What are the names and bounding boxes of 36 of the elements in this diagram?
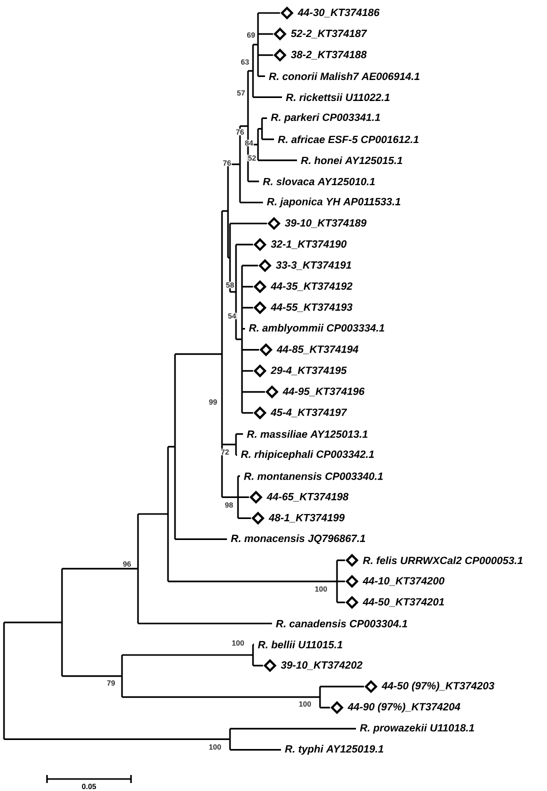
taxon-label: R. typhi AY125019.1 <box>285 744 384 755</box>
taxon-label: R. canadensis CP003304.1 <box>276 620 408 628</box>
taxon-label: 44-85_KT374194 <box>276 346 358 354</box>
taxon-label: 32-1_KT374190 <box>270 240 347 249</box>
taxon-label: R. parkeri CP003341.1 <box>271 113 380 124</box>
taxon-label: 44-90 (97%)_KT374204 <box>348 702 460 712</box>
taxon-label: 44-95_KT374196 <box>282 388 365 396</box>
taxon-label: 44-30_KT374186 <box>298 8 380 18</box>
taxon-label: R. bellii U11015.1 <box>258 640 342 648</box>
taxon-label: 44-10_KT374200 <box>362 577 444 586</box>
taxon-label: 44-50 (97%)_KT374203 <box>382 682 494 692</box>
taxon-label: R. prowazekii U11018.1 <box>360 724 474 734</box>
taxon-label: 48-1_KT374199 <box>268 514 345 523</box>
taxon-label: R. japonica YH AP011533.1 <box>267 198 400 208</box>
taxon-label: 39-10_KT374189 <box>284 219 366 228</box>
taxon-label: 44-55_KT374193 <box>270 303 352 312</box>
taxon-label: R. rickettsii U11022.1 <box>286 93 390 102</box>
taxon-label: R. africae ESF-5 CP001612.1 <box>278 135 418 144</box>
taxon-label: R. conorii Malish7 AE006914.1 <box>269 72 420 80</box>
taxon-label: R. rhipicephali CP003342.1 <box>241 450 374 460</box>
taxon-label: R. slovaca AY125010.1 <box>263 178 375 186</box>
taxon-label: 44-50_KT374201 <box>362 598 444 607</box>
taxon-label: R. monacensis JQ796867.1 <box>231 534 366 544</box>
taxon-label: 44-65_KT374198 <box>266 492 348 502</box>
taxon-label: R. massiliae AY125013.1 <box>247 430 368 438</box>
taxon-label: 52-2_KT374187 <box>290 30 368 38</box>
taxon-label: R. amblyommii CP003334.1 <box>249 324 384 334</box>
taxon-label: R. honei AY125015.1 <box>301 156 402 164</box>
taxon-label: 45-4_KT374197 <box>270 408 348 418</box>
taxon-label: R. montanensis CP003340.1 <box>244 472 383 480</box>
taxon-label: 38-2_KT374188 <box>290 50 367 60</box>
taxon-label: 33-3_KT374191 <box>276 261 352 270</box>
taxon-label: 29-4_KT374195 <box>270 366 347 376</box>
taxon-label: 39-10_KT374202 <box>280 661 362 670</box>
taxon-label: 44-35_KT374192 <box>270 282 352 292</box>
taxon-label: R. felis URRWXCal2 CP000053.1 <box>363 556 522 564</box>
